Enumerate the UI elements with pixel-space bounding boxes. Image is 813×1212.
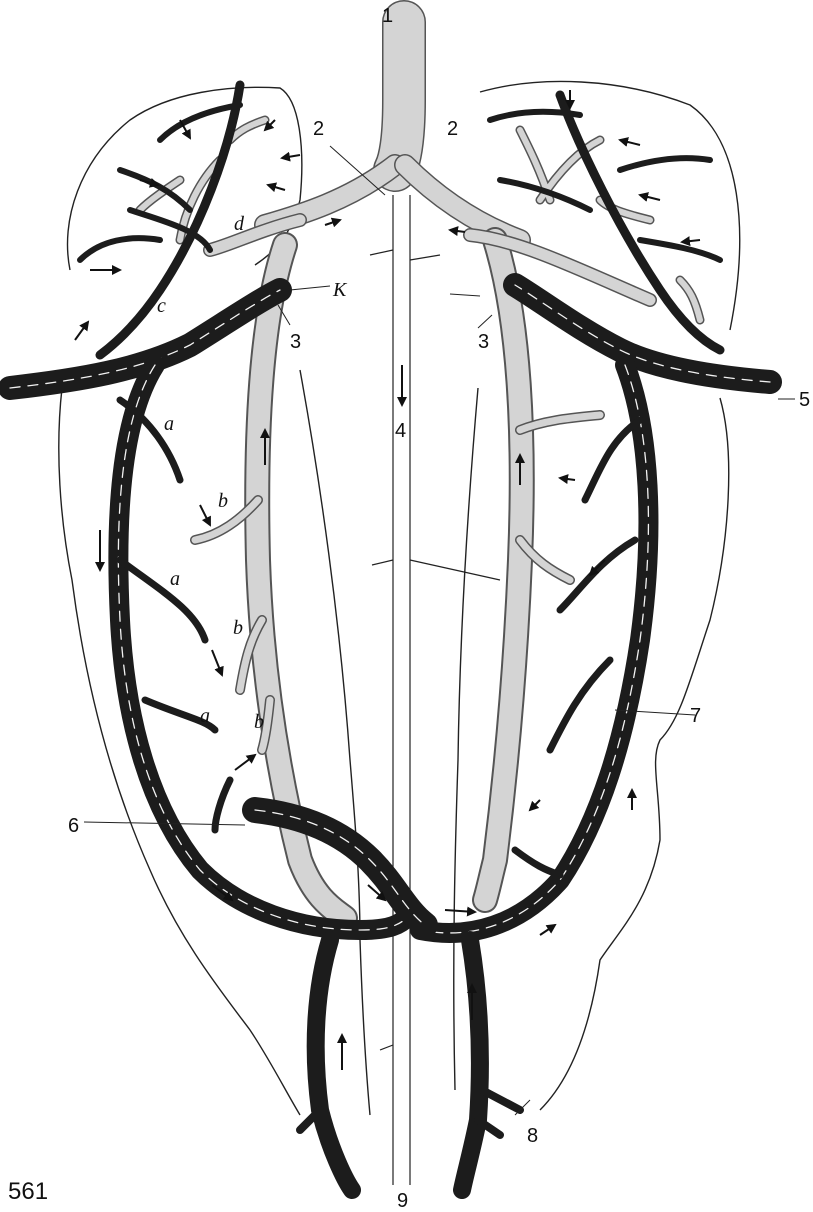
label-d: d [234, 213, 245, 235]
label-3-right: 3 [478, 331, 489, 353]
label-1: 1 [382, 5, 393, 27]
figure-number: 561 [8, 1178, 48, 1205]
label-c: c [157, 295, 166, 317]
label-2-left: 2 [313, 118, 324, 140]
label-4: 4 [395, 420, 406, 442]
label-b-3: b [254, 711, 264, 733]
label-k: K [332, 279, 348, 301]
label-6: 6 [68, 815, 79, 837]
label-9: 9 [397, 1190, 408, 1212]
label-8: 8 [527, 1125, 538, 1147]
label-7: 7 [690, 705, 701, 727]
label-3-left: 3 [290, 331, 301, 353]
label-a-3: a [200, 705, 210, 727]
label-5: 5 [799, 389, 810, 411]
label-a-2: a [170, 568, 180, 590]
label-b-2: b [233, 617, 243, 639]
label-a-1: a [164, 413, 174, 435]
label-b-1: b [218, 490, 228, 512]
label-2-right: 2 [447, 118, 458, 140]
right-lateral-outline [540, 398, 729, 1110]
